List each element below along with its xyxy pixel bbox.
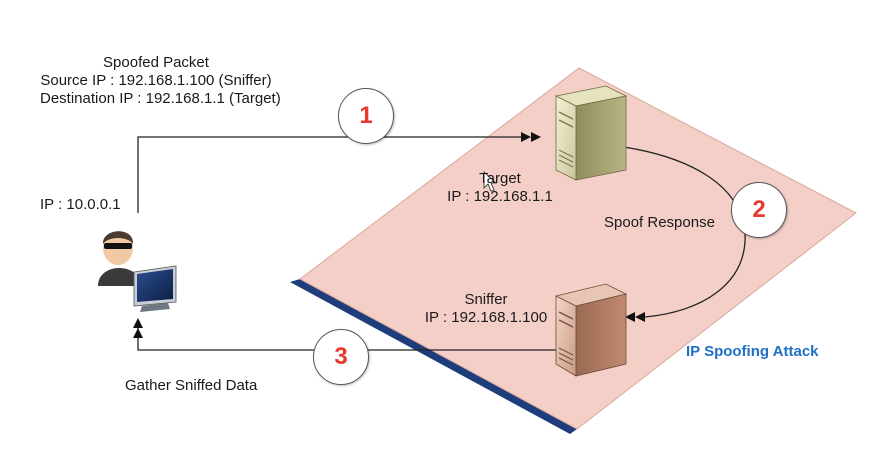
network-zone-plane bbox=[299, 67, 857, 430]
step-1-badge: 1 bbox=[338, 88, 394, 144]
spoofed-packet-label: Spoofed Packet Source IP : 192.168.1.100… bbox=[40, 54, 281, 108]
sniffer-name: Sniffer bbox=[464, 291, 508, 308]
network-zone-edge bbox=[290, 279, 577, 434]
target-name: Target bbox=[479, 170, 521, 187]
target-ip: IP : 192.168.1.1 bbox=[447, 188, 553, 205]
step-3-arrow bbox=[133, 318, 556, 351]
sniffer-label: Sniffer IP : 192.168.1.100 bbox=[404, 291, 568, 327]
step-1-arrow bbox=[137, 132, 541, 213]
spoofed-packet-destination: Destination IP : 192.168.1.1 (Target) bbox=[40, 90, 281, 107]
target-server-icon bbox=[554, 85, 628, 181]
attacker-icon bbox=[98, 231, 177, 312]
spoofed-packet-source: Source IP : 192.168.1.100 (Sniffer) bbox=[40, 72, 272, 89]
step-2-badge: 2 bbox=[731, 182, 787, 238]
attacker-ip-label: IP : 10.0.0.1 bbox=[40, 196, 121, 213]
gather-data-label: Gather Sniffed Data bbox=[125, 377, 258, 394]
spoof-response-label: Spoof Response bbox=[604, 214, 715, 231]
target-label: Target IP : 192.168.1.1 bbox=[430, 170, 570, 206]
mouse-cursor-icon bbox=[483, 171, 498, 192]
sniffer-server-icon bbox=[554, 283, 628, 377]
spoofed-packet-title: Spoofed Packet bbox=[103, 54, 209, 71]
step-3-badge: 3 bbox=[313, 329, 369, 385]
diagram-title: IP Spoofing Attack bbox=[686, 343, 819, 360]
network-zone bbox=[290, 67, 857, 434]
sniffer-ip: IP : 192.168.1.100 bbox=[424, 309, 548, 326]
